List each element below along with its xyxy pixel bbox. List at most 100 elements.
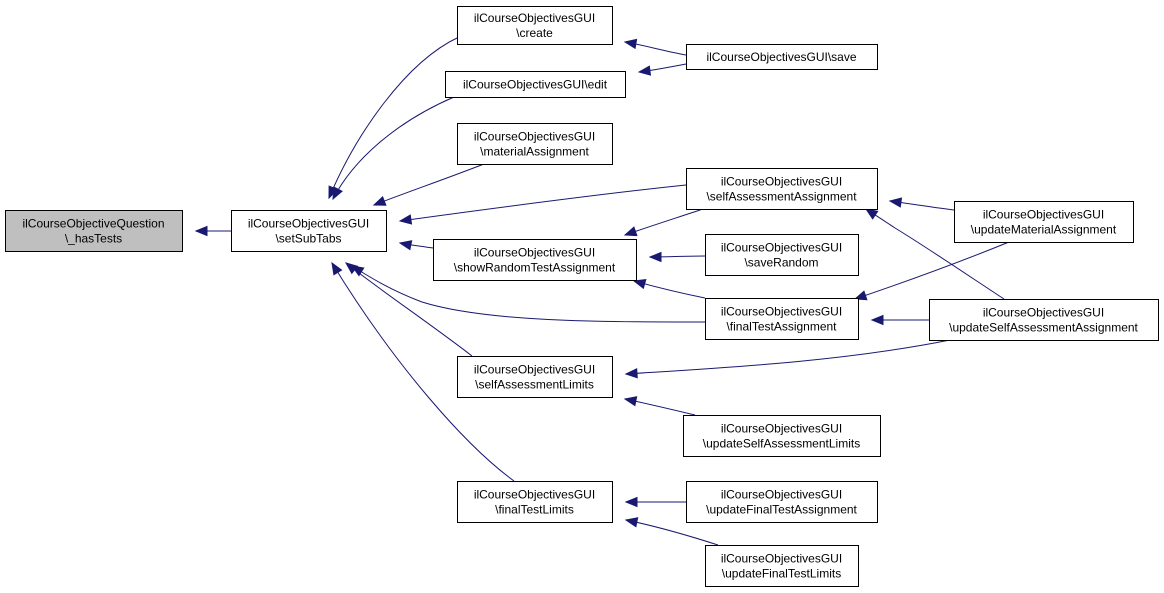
node-box [445,71,626,98]
edge-arrowhead [637,65,652,76]
edge-updateFinalTestAssignment-to-finalTestLimits [624,496,686,508]
edge-edit-to-setSubTabs [332,96,455,201]
edge-save-to-create [623,38,687,56]
node-label-line: \updateMaterialAssignment [971,223,1117,237]
node-label-line: \finalTestLimits [495,503,574,517]
edge-updateSelfAssessmentLimits-to-selfAssessmentLimits [623,396,696,416]
node-box [433,239,637,281]
node-label-line: \updateFinalTestAssignment [706,503,857,517]
node-label-line: \updateSelfAssessmentAssignment [949,321,1138,335]
edge-arrowhead [372,195,387,206]
node-box [686,44,878,70]
node-finalTestAssignment[interactable]: ilCourseObjectivesGUI\finalTestAssignmen… [705,298,859,340]
node-selfAssessmentLimits[interactable]: ilCourseObjectivesGUI\selfAssessmentLimi… [457,356,613,398]
edge-arrowhead [624,496,638,508]
node-label-line: ilCourseObjectivesGUI [721,488,842,502]
edge-updateSelfAssessmentAssignment-to-finalTestAssignment [870,314,930,326]
node-updateFinalTestLimits[interactable]: ilCourseObjectivesGUI\updateFinalTestLim… [705,545,859,587]
edge-arrowhead [344,262,359,275]
node-updateFinalTestAssignment[interactable]: ilCourseObjectivesGUI\updateFinalTestAss… [686,481,878,523]
edge-line [625,519,719,546]
edge-arrowhead [853,290,868,301]
node-label-line: ilCourseObjectivesGUI\save [706,50,856,64]
node-selfAssessmentAssignment[interactable]: ilCourseObjectivesGUI\selfAssessmentAssi… [686,168,878,210]
node-label-line: ilCourseObjectivesGUI\edit [463,78,608,92]
edge-line [351,265,706,323]
edge-finalTestLimits-to-setSubTabs [331,261,515,482]
edge-arrowhead [624,368,638,379]
node-box [705,298,859,340]
edge-arrowhead [623,38,638,50]
node-materialAssignment[interactable]: ilCourseObjectivesGUI\materialAssignment [457,123,613,165]
edge-create-to-setSubTabs [328,36,460,200]
node-box [231,210,387,252]
node-label-line: \setSubTabs [275,232,341,246]
nodes-layer: ilCourseObjectiveQuestion\_hasTestsilCou… [5,6,1159,587]
edge-updateSelfAssessmentAssignment-to-selfAssessmentLimits [624,339,951,379]
node-label-line: ilCourseObjectivesGUI [721,241,842,255]
node-label-line: ilCourseObjectivesGUI [474,246,595,260]
node-label-line: \materialAssignment [480,145,589,159]
node-label-line: ilCourseObjectivesGUI [721,175,842,189]
edge-line [399,184,687,222]
edge-arrowhead [632,279,647,290]
edge-line [328,36,460,199]
node-label-line: ilCourseObjectivesGUI [721,552,842,566]
node-label-line: ilCourseObjectivesGUI [983,208,1104,222]
edge-materialAssignment-to-setSubTabs [372,163,485,206]
node-box [954,201,1134,243]
node-box [683,415,881,457]
node-setSubTabs[interactable]: ilCourseObjectivesGUI\setSubTabs [231,210,387,252]
edge-arrowhead [623,396,638,407]
node-label-line: \finalTestAssignment [726,320,837,334]
node-updateSelfAssessmentLimits[interactable]: ilCourseObjectivesGUI\updateSelfAssessme… [683,415,881,457]
edges-layer [194,36,1010,546]
node-label-line: ilCourseObjectivesGUI [474,11,595,25]
edge-setSubTabs-to-root [194,225,231,237]
edge-line [331,262,515,482]
edge-arrowhead [864,208,879,220]
node-box [705,234,859,276]
node-showRandomTestAssignment[interactable]: ilCourseObjectivesGUI\showRandomTestAssi… [433,239,637,281]
node-updateSelfAssessmentAssignment[interactable]: ilCourseObjectivesGUI\updateSelfAssessme… [929,299,1159,341]
node-create[interactable]: ilCourseObjectivesGUI\create [457,6,613,45]
node-label-line: \create [516,26,553,40]
node-label-line: \showRandomTestAssignment [454,261,616,275]
edge-updateSelfAssessmentAssignment-to-selfAssessmentAssignment [864,208,1005,300]
node-box [705,545,859,587]
edge-arrowhead [888,197,903,208]
node-label-line: \selfAssessmentLimits [475,378,594,392]
node-label-line: \updateFinalTestLimits [722,567,841,581]
node-save[interactable]: ilCourseObjectivesGUI\save [686,44,878,70]
node-edit[interactable]: ilCourseObjectivesGUI\edit [445,71,626,98]
edge-updateMaterialAssignment-to-finalTestAssignment [853,241,1010,301]
node-label-line: \updateSelfAssessmentLimits [703,437,860,451]
node-label-line: ilCourseObjectiveQuestion [22,217,164,231]
node-label-line: ilCourseObjectivesGUI [474,488,595,502]
node-box [686,168,878,210]
edge-line [332,96,455,200]
node-box [457,123,613,165]
edge-line [373,163,485,206]
edge-arrowhead [648,251,662,263]
node-saveRandom[interactable]: ilCourseObjectivesGUI\saveRandom [705,234,859,276]
node-label-line: \selfAssessmentAssignment [706,190,857,204]
node-label-line: ilCourseObjectivesGUI [474,363,595,377]
edge-arrowhead [870,314,884,326]
edge-updateMaterialAssignment-to-selfAssessmentAssignment [888,197,955,211]
node-box [929,299,1159,341]
edge-finalTestAssignment-to-showRandomTestAssignment [632,279,706,299]
node-updateMaterialAssignment[interactable]: ilCourseObjectivesGUI\updateMaterialAssi… [954,201,1134,243]
edge-line [625,339,951,375]
node-label-line: \_hasTests [65,232,122,246]
node-root[interactable]: ilCourseObjectiveQuestion\_hasTests [5,210,183,252]
node-label-line: ilCourseObjectivesGUI [721,422,842,436]
node-finalTestLimits[interactable]: ilCourseObjectivesGUI\finalTestLimits [457,481,613,523]
edge-arrowhead [332,186,343,201]
edge-arrowhead [398,240,413,251]
node-label-line: ilCourseObjectivesGUI [983,306,1104,320]
edge-showRandomTestAssignment-to-setSubTabs [398,240,434,251]
edge-arrowhead [194,225,208,237]
node-label-line: \saveRandom [744,256,818,270]
